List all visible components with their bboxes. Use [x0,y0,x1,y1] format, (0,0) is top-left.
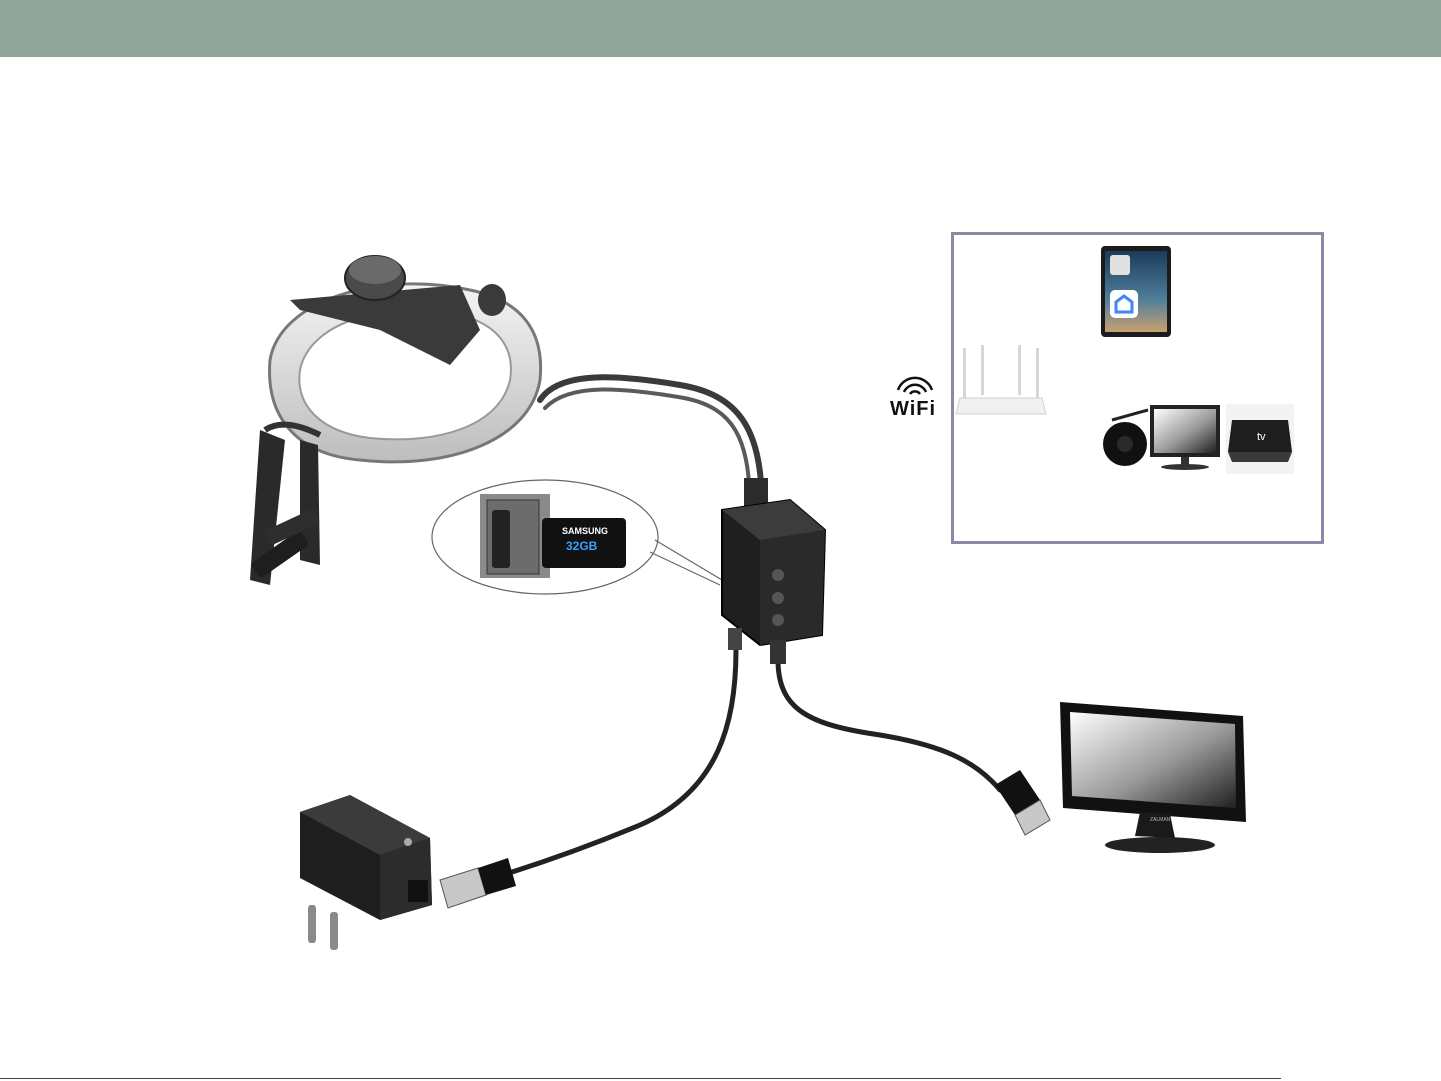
cable-box-to-power [480,650,736,882]
control-box-icon [722,478,825,664]
monitor-brand: ZALMAN [1150,817,1171,823]
footer-rule [0,1078,1281,1079]
sd-card-brand: SAMSUNG [562,526,608,536]
wifi-icon [898,378,932,394]
sd-card-capacity: 32GB [566,539,598,553]
wifi-label: WiFi [890,398,936,421]
wifi-devices-box [951,232,1324,544]
usb-plug-icon [995,770,1050,835]
sd-card-icon: SAMSUNG 32GB [432,480,722,594]
usb-power-adapter-icon [300,795,516,950]
monitor-icon: ZALMAN [1060,702,1246,853]
cable-box-to-monitor [778,660,1000,790]
